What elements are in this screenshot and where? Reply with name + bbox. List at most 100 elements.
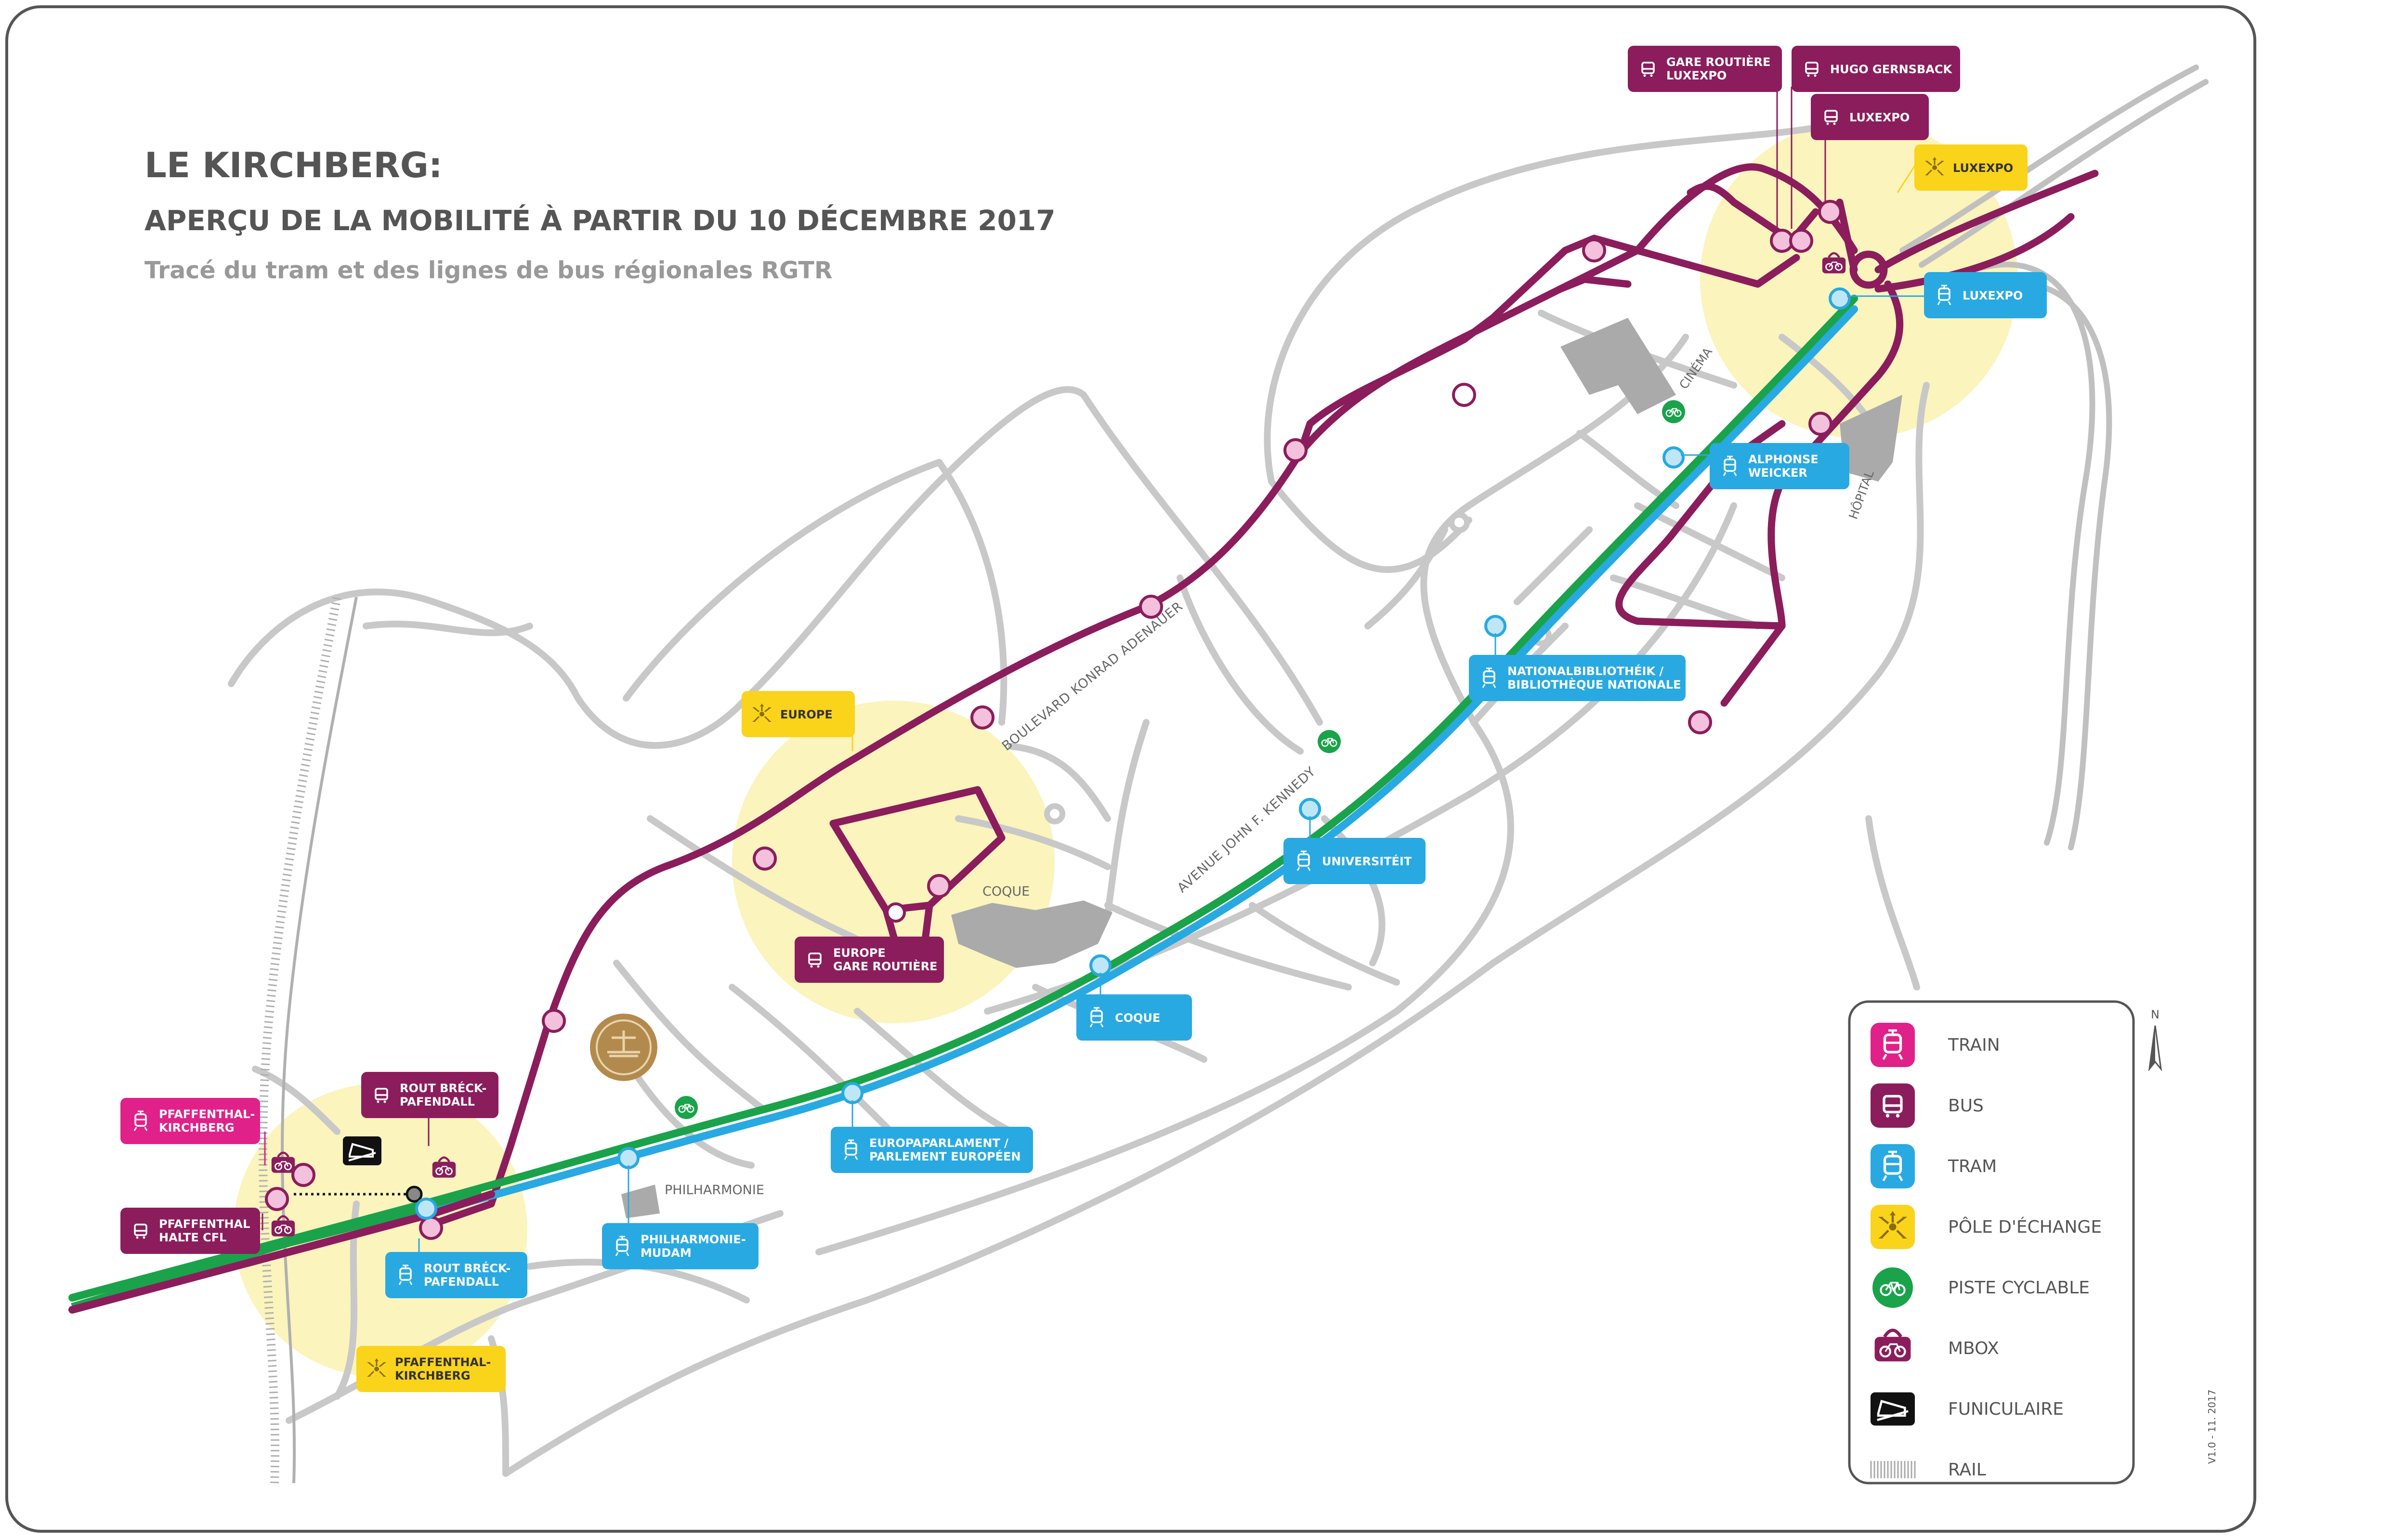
label-text-line: WEICKER xyxy=(1748,466,1807,480)
funicular-icon xyxy=(1871,1393,1915,1426)
label-badge-bg xyxy=(1076,994,1192,1041)
legend-label: MBOX xyxy=(1948,1339,1999,1358)
tram-icon xyxy=(1871,1144,1915,1188)
station-label-philharmonie-mudam-tram: PHILHARMONIE-MUDAM xyxy=(602,1223,759,1269)
station-label-rout-breck-tram: ROUT BRÉCK-PAFENDALL xyxy=(385,1252,527,1298)
label-badge-bg xyxy=(120,1208,260,1254)
legend-label: BUS xyxy=(1948,1096,1984,1116)
label-badge-bg xyxy=(1811,94,1929,140)
label-text-line: ALPHONSE xyxy=(1748,453,1819,466)
label-text-line: COQUE xyxy=(1115,1011,1160,1025)
building-cinema xyxy=(1560,318,1676,414)
legend-row-exchange-hub: PÔLE D'ÉCHANGE xyxy=(1871,1205,2102,1249)
legend-label: PÔLE D'ÉCHANGE xyxy=(1948,1217,2102,1237)
exchange-hub-icon xyxy=(1871,1205,1915,1249)
label-text-line: LUXEXPO xyxy=(1666,69,1727,82)
bicycle-icon xyxy=(1872,1267,1913,1308)
label-text-line: NATIONALBIBLIOTHÉIK / xyxy=(1507,664,1663,678)
station-label-luxexpo-exchange-pole: LUXEXPO xyxy=(1914,144,2028,191)
legend-label: FUNICULAIRE xyxy=(1948,1399,2064,1419)
legend-row-rail: RAIL xyxy=(1870,1460,1986,1480)
place-label-coque: COQUE xyxy=(982,884,1030,899)
label-badge-bg xyxy=(602,1223,759,1269)
label-text-line: PAFENDALL xyxy=(424,1275,499,1289)
legend-label: TRAIN xyxy=(1948,1035,2000,1055)
label-badge-bg xyxy=(1469,655,1686,701)
label-badge-bg xyxy=(1710,443,1849,489)
station-label-rout-breck-bus: ROUT BRÉCK-PAFENDALL xyxy=(361,1072,498,1118)
legend-row-tram: TRAM xyxy=(1871,1144,1997,1188)
label-badge-bg xyxy=(795,937,944,983)
label-text-line: HUGO GERNSBACK xyxy=(1830,63,1952,76)
label-badge-bg xyxy=(385,1252,527,1298)
funicular-line xyxy=(294,1186,423,1203)
page-subtitle: APERÇU DE LA MOBILITÉ À PARTIR DU 10 DÉC… xyxy=(144,204,1056,237)
bus-icon xyxy=(1871,1083,1915,1128)
legend-row-bicycle: PISTE CYCLABLE xyxy=(1872,1267,2090,1308)
label-text-line: PHILHARMONIE- xyxy=(641,1233,746,1246)
label-text-line: KIRCHBERG xyxy=(395,1369,471,1382)
station-label-luxexpo-tram: LUXEXPO xyxy=(1924,272,2047,318)
label-text-line: KIRCHBERG xyxy=(159,1121,235,1134)
rail-icon xyxy=(1870,1461,1916,1478)
label-text-line: LUXEXPO xyxy=(1963,289,2023,302)
label-badge-bg xyxy=(831,1127,1033,1173)
station-label-pfaffenthal-kirchberg-train: PFAFFENTHAL-KIRCHBERG xyxy=(120,1098,260,1144)
label-text-line: HALTE CFL xyxy=(159,1231,226,1244)
label-text-line: EUROPE xyxy=(780,708,833,721)
label-text-line: LUXEXPO xyxy=(1953,161,2013,175)
place-label-philharmonie: PHILHARMONIE xyxy=(665,1183,764,1198)
label-text-line: PFAFFENTHAL- xyxy=(395,1356,491,1369)
building-hopital xyxy=(1840,395,1902,482)
tram-stops xyxy=(415,287,1851,1220)
legend-row-funicular: FUNICULAIRE xyxy=(1871,1393,2064,1426)
callout-connectors xyxy=(262,87,1924,1257)
bus-stops xyxy=(419,200,1842,1240)
label-text-line: PARLEMENT EUROPÉEN xyxy=(869,1149,1021,1163)
label-text-line: MUDAM xyxy=(641,1246,692,1260)
compass: N xyxy=(2148,1008,2162,1072)
funicular-icon xyxy=(342,1135,382,1166)
building-coque xyxy=(951,900,1112,968)
legend-row-train: TRAIN xyxy=(1871,1023,2000,1067)
station-label-hugo-gernsback-bus: HUGO GERNSBACK xyxy=(1792,46,1960,92)
rail-lines xyxy=(259,596,358,1484)
station-label-europaparlament-tram: EUROPAPARLAMENT /PARLEMENT EUROPÉEN xyxy=(831,1127,1033,1173)
legend-label: PISTE CYCLABLE xyxy=(1948,1278,2090,1298)
label-text-line: PFAFFENTHAL- xyxy=(159,1108,255,1121)
label-badge-bg xyxy=(361,1072,498,1118)
legend-box xyxy=(1848,1000,2135,1485)
label-text-line: GARE ROUTIÈRE xyxy=(1666,55,1770,69)
legend-row-bus: BUS xyxy=(1871,1083,1984,1128)
legend-label: RAIL xyxy=(1948,1460,1986,1480)
label-text-line: UNIVERSITÉIT xyxy=(1322,854,1412,868)
landmark-buildings xyxy=(621,318,1902,1218)
label-badge-bg xyxy=(1628,46,1782,92)
compass-north-label: N xyxy=(2151,1008,2159,1021)
label-text-line: GARE ROUTIÈRE xyxy=(833,959,937,973)
building-philharmonie xyxy=(621,1185,660,1218)
label-text-line: BIBLIOTHÈQUE NATIONALE xyxy=(1507,678,1681,691)
bike-markers xyxy=(675,400,1685,1119)
station-label-coque-tram: COQUE xyxy=(1076,994,1192,1041)
label-text-line: LUXEXPO xyxy=(1849,111,1910,124)
train-icon xyxy=(1871,1023,1915,1067)
label-badge-bg xyxy=(1792,46,1960,92)
station-label-universiteit-tram: UNIVERSITÉIT xyxy=(1283,838,1426,884)
label-badge-bg xyxy=(742,691,855,737)
label-badge-bg xyxy=(120,1098,260,1144)
label-badge-bg xyxy=(1283,838,1426,884)
court-of-justice-seal xyxy=(590,1014,657,1081)
label-badge-bg xyxy=(356,1346,506,1392)
station-label-nationalbibliothek-tram: NATIONALBIBLIOTHÉIK /BIBLIOTHÈQUE NATION… xyxy=(1469,655,1686,701)
station-label-luxexpo-bus: LUXEXPO xyxy=(1811,94,1929,140)
station-label-pfaffenthal-exchange-pole: PFAFFENTHAL-KIRCHBERG xyxy=(356,1346,506,1392)
page-subtitle-2: Tracé du tram et des lignes de bus régio… xyxy=(144,257,833,284)
label-badge-bg xyxy=(1924,272,2047,318)
